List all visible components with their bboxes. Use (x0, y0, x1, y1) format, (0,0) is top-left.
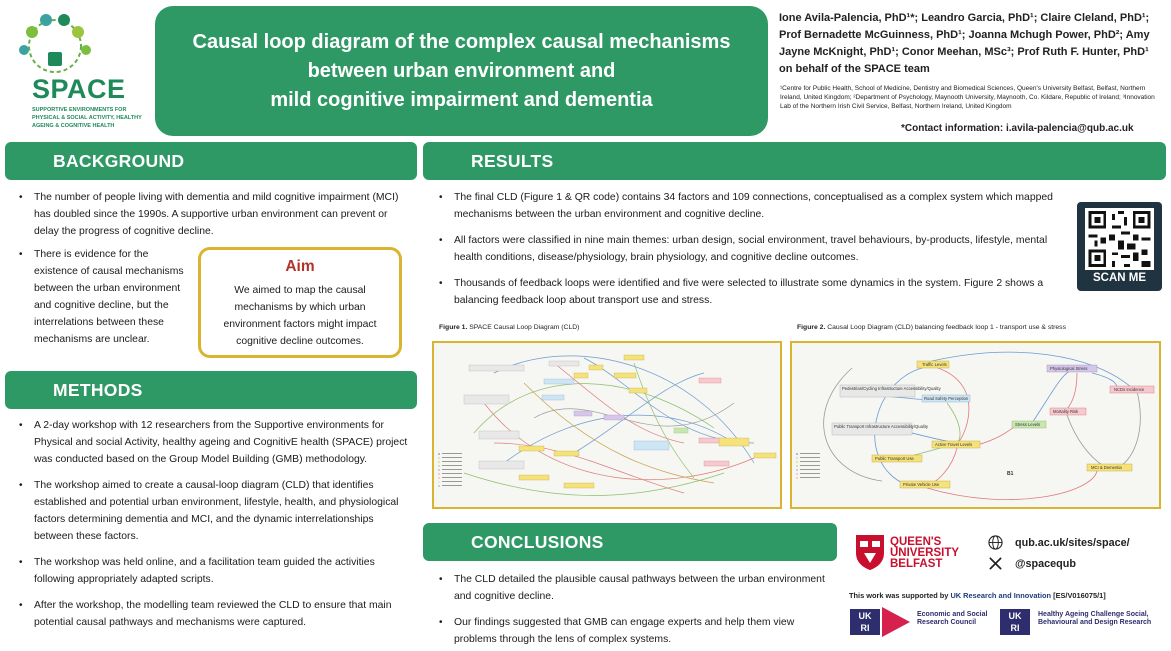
figure-2-diagram: Traffic Levels Pedestrian/Cycling Infras… (796, 351, 1155, 500)
conclusions-heading: CONCLUSIONS (423, 523, 837, 561)
title-line-1: Causal loop diagram of the complex causa… (192, 30, 731, 53)
website-link[interactable]: qub.ac.uk/sites/space/ (1015, 536, 1130, 549)
logo-subtitle: SUPPORTIVE ENVIRONMENTS FOR PHYSICAL & S… (32, 107, 142, 129)
aim-box: Aim We aimed to map the causal mechanism… (198, 247, 402, 358)
esrc-name: Economic and Social Research Council (917, 611, 988, 626)
qub-line-3: BELFAST (890, 558, 943, 570)
conclusions-bullets: The CLD detailed the plausible causal pa… (435, 571, 835, 651)
background-bullet: The number of people living with dementi… (15, 189, 410, 240)
qub-crest-icon (856, 535, 884, 570)
x-handle-row[interactable]: @spacequb (988, 556, 1076, 571)
affiliations: ¹Centre for Public Health, School of Med… (780, 85, 1155, 110)
title-line-3: mild cognitive impairment and dementia (270, 88, 653, 111)
fig2-node-mortality: Mortality Risk (1053, 409, 1079, 414)
website-link-row[interactable]: qub.ac.uk/sites/space/ (988, 535, 1130, 550)
esrc-logo-icon (882, 607, 910, 637)
x-logo-icon (989, 557, 1002, 570)
results-bullet: Thousands of feedback loops were identif… (435, 275, 1060, 309)
results-heading: RESULTS (423, 142, 1166, 180)
figure-1-caption-text: SPACE Causal Loop Diagram (CLD) (467, 324, 580, 331)
methods-bullet: The workshop was held online, and a faci… (15, 554, 410, 588)
logo-wordmark: SPACE (32, 74, 126, 104)
fig2-node-mci: MCI & Dementia (1091, 465, 1122, 470)
figure-2-caption-bold: Figure 2. (797, 324, 826, 331)
fig2-node-active-travel: Active Travel Levels (935, 442, 972, 447)
aim-heading: Aim (285, 258, 315, 275)
background-bullet: There is evidence for the existence of c… (15, 246, 187, 348)
qub-line-2: UNIVERSITY (890, 547, 960, 559)
fig2-node-road-safety: Road Safety Perception (924, 396, 969, 401)
fig2-node-phys-stress: Physiological Stress (1050, 366, 1087, 371)
fig2-node-stress-levels: Stress Levels (1015, 422, 1040, 427)
aim-text: We aimed to map the causal mechanisms by… (223, 285, 377, 347)
qr-code[interactable] (1085, 208, 1154, 270)
fig2-node-ncds: NCDs Incidence (1114, 387, 1145, 392)
conclusions-bullet: The CLD detailed the plausible causal pa… (435, 571, 835, 605)
figure-1-caption: Figure 1. SPACE Causal Loop Diagram (CLD… (439, 324, 579, 331)
fig2-loop-id: B1 (1007, 471, 1014, 477)
poster-title: Causal loop diagram of the complex causa… (183, 28, 741, 115)
results-bullets: The final CLD (Figure 1 & QR code) conta… (435, 189, 1060, 318)
background-bullets-2: There is evidence for the existence of c… (15, 246, 187, 357)
fig2-node-ped-cycle: Pedestrian/Cycling Infrastructure Access… (842, 386, 942, 391)
methods-bullet: The workshop aimed to create a causal-lo… (15, 477, 410, 545)
methods-heading: METHODS (5, 371, 417, 409)
healthy-ageing-challenge-name: Healthy Ageing Challenge Social, Behavio… (1038, 611, 1152, 626)
results-bullet: All factors were classified in nine main… (435, 232, 1060, 266)
methods-bullet: A 2-day workshop with 12 researchers fro… (15, 417, 410, 468)
scan-me-label: SCAN ME (1092, 272, 1147, 284)
fig2-node-public-transport-infra: Public Transport Infrastructure Accessib… (834, 424, 929, 429)
funding-prefix: This work was supported by (849, 591, 951, 600)
fig2-node-public-transport-use: Public Transport Use (875, 456, 915, 461)
funding-statement: This work was supported by UK Research a… (849, 591, 1106, 600)
fig2-node-private-vehicle: Private Vehicle Use (903, 482, 940, 487)
figure-1-diagram (438, 354, 777, 496)
figure-2-caption: Figure 2. Causal Loop Diagram (CLD) bala… (797, 324, 1066, 331)
figure-2-caption-text: Causal Loop Diagram (CLD) balancing feed… (825, 324, 1066, 331)
funding-grant: [ES/V016075/1] (1051, 591, 1106, 600)
author-list: Ione Avila-Palencia, PhD¹*; Leandro Garc… (779, 12, 1150, 75)
methods-bullets: A 2-day workshop with 12 researchers fro… (15, 417, 410, 640)
methods-bullet: After the workshop, the modelling team r… (15, 597, 410, 631)
results-bullet: The final CLD (Figure 1 & QR code) conta… (435, 189, 1060, 223)
figure-2-feedback-loop: Traffic Levels Pedestrian/Cycling Infras… (790, 341, 1161, 509)
space-logo: SPACE SUPPORTIVE ENVIRONMENTS FOR PHYSIC… (6, 10, 148, 132)
figure-1-caption-bold: Figure 1. (439, 324, 468, 331)
qub-wordmark: QUEEN'S UNIVERSITY BELFAST (890, 536, 960, 570)
conclusions-bullet: Our findings suggested that GMB can enga… (435, 614, 835, 648)
qr-pattern-icon (1088, 210, 1151, 268)
figure-1-cld (432, 341, 782, 509)
x-handle[interactable]: @spacequb (1015, 557, 1076, 570)
funding-funder: UK Research and Innovation (950, 591, 1052, 600)
space-logo-icon (19, 14, 91, 73)
background-bullets: The number of people living with dementi… (15, 189, 410, 249)
fig2-node-traffic: Traffic Levels (922, 362, 947, 367)
poster-title-box: Causal loop diagram of the complex causa… (155, 6, 768, 136)
background-heading: BACKGROUND (5, 142, 417, 180)
title-line-2: between urban environment and (307, 59, 616, 82)
contact-information: *Contact information: i.avila-palencia@q… (901, 123, 1134, 134)
qub-line-1: QUEEN'S (890, 536, 942, 548)
globe-icon (988, 535, 1003, 550)
qr-code-box[interactable]: SCAN ME (1077, 202, 1162, 291)
